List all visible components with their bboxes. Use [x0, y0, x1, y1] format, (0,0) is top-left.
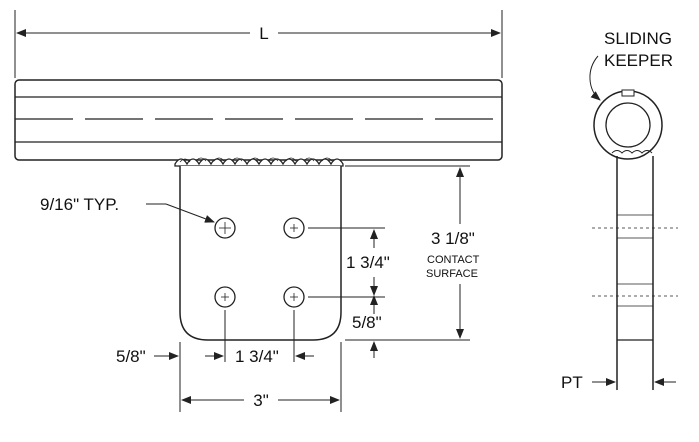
rail-body	[14, 79, 503, 161]
weld-bead	[174, 157, 344, 167]
hole-size-callout: 9/16" TYP.	[40, 195, 215, 223]
keeper-label-line2: KEEPER	[604, 51, 673, 70]
length-label: L	[259, 24, 268, 43]
length-dimension: L	[14, 10, 503, 78]
plate-side-profile	[592, 156, 678, 390]
vertical-hole-spacing-dimension: 1 3/4"	[346, 229, 390, 296]
hole-top-left	[214, 217, 236, 239]
contact-label-line2: SURFACE	[426, 268, 478, 280]
horizontal-offset-dimensions: 5/8" 1 3/4"	[116, 347, 314, 366]
keeper-label-line1: SLIDING	[604, 29, 672, 48]
sliding-keeper-ring	[593, 89, 663, 160]
plate-thickness-dimension: PT	[561, 373, 676, 392]
hole-bottom-right	[283, 286, 305, 308]
keeper-leader	[589, 55, 601, 101]
mounting-plate	[179, 166, 342, 341]
contact-surface-dimension: 3 1/8" CONTACT SURFACE	[426, 167, 480, 339]
vertical-hole-spacing-label: 1 3/4"	[346, 253, 390, 272]
horizontal-hole-spacing-label: 1 3/4"	[235, 347, 279, 366]
horizontal-edge-offset-label: 5/8"	[116, 347, 146, 366]
contact-height-label: 3 1/8"	[431, 229, 475, 248]
plate-thickness-label: PT	[561, 373, 583, 392]
side-view: SLIDING KEEPER PT	[561, 29, 678, 392]
contact-label-line1: CONTACT	[427, 254, 480, 266]
front-view: L	[14, 10, 503, 412]
hole-size-label: 9/16" TYP.	[40, 195, 119, 214]
hole-bottom-left	[214, 286, 236, 308]
plate-width-dimension: 3"	[181, 391, 340, 410]
vertical-edge-offset-label: 5/8"	[352, 313, 382, 332]
vertical-edge-offset-dimension: 5/8"	[352, 295, 382, 358]
mounting-holes	[214, 217, 305, 308]
plate-width-label: 3"	[253, 391, 269, 410]
hole-top-right	[283, 217, 305, 239]
